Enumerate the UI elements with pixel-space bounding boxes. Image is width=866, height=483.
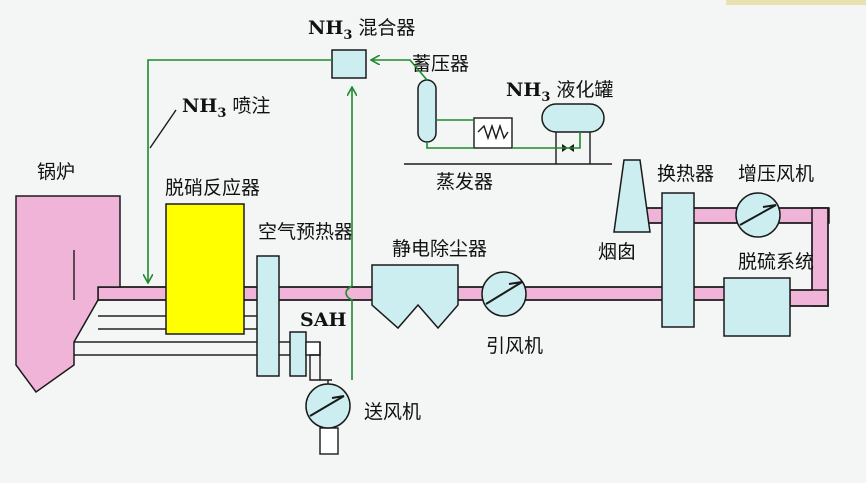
nh3-mixer-nh: NH [308, 17, 343, 39]
nh3-accumulator: 蓄压器 [412, 53, 469, 143]
induced-draft-fan: 引风机 [481, 271, 543, 357]
nh3-inject-sub: 3 [217, 106, 226, 121]
nh3-mixer-sub: 3 [343, 28, 352, 43]
boiler: 锅炉 [15, 161, 121, 394]
chimney-label: 烟囱 [598, 241, 636, 263]
coil-icon [477, 123, 509, 141]
nh3-inject-text: 喷注 [232, 95, 270, 117]
chimney: 烟囱 [598, 159, 651, 263]
air-preheater: 空气预热器 [256, 221, 353, 377]
boiler-label: 锅炉 [37, 161, 75, 183]
fgd-system: 脱硫系统 [723, 251, 814, 337]
nh3-inject-nh: NH [182, 95, 217, 117]
evaporator-label: 蒸发器 [436, 171, 493, 193]
idf-label: 引风机 [486, 335, 543, 357]
ggh-label: 换热器 [657, 163, 714, 185]
nh3-tank: NH3 液化罐 [506, 79, 613, 164]
booster-fan-label: 增压风机 [738, 163, 814, 185]
gas-gas-heater: 换热器 [657, 163, 714, 328]
ammonia-lines [148, 60, 581, 380]
fgd-label: 脱硫系统 [738, 251, 814, 273]
booster-fan: 增压风机 [735, 163, 814, 238]
header-accent-bar [726, 0, 866, 5]
scr-reactor-label: 脱硝反应器 [165, 177, 260, 199]
nh3-mixer: NH3 混合器 [308, 17, 415, 79]
nh3-tank-nh: NH [506, 79, 541, 101]
nh3-mixer-label: 混合器 [358, 17, 415, 39]
forced-draft-fan: 送风机 [305, 380, 421, 455]
nh3-injection-label: NH3 喷注 [149, 95, 270, 149]
nh3-evaporator: 蒸发器 [404, 117, 612, 193]
accumulator-label: 蓄压器 [412, 53, 469, 75]
esp-label: 静电除尘器 [392, 238, 487, 260]
fdf-label: 送风机 [364, 401, 421, 423]
sah-label: SAH [300, 309, 346, 331]
nh3-tank-sub: 3 [541, 90, 550, 105]
steam-air-heater: SAH [289, 309, 346, 381]
air-preheater-label: 空气预热器 [258, 221, 353, 243]
scr-reactor: 脱硝反应器 [165, 177, 260, 335]
nh3-tank-label: 液化罐 [556, 79, 613, 101]
electrostatic-precipitator: 静电除尘器 [371, 238, 487, 330]
